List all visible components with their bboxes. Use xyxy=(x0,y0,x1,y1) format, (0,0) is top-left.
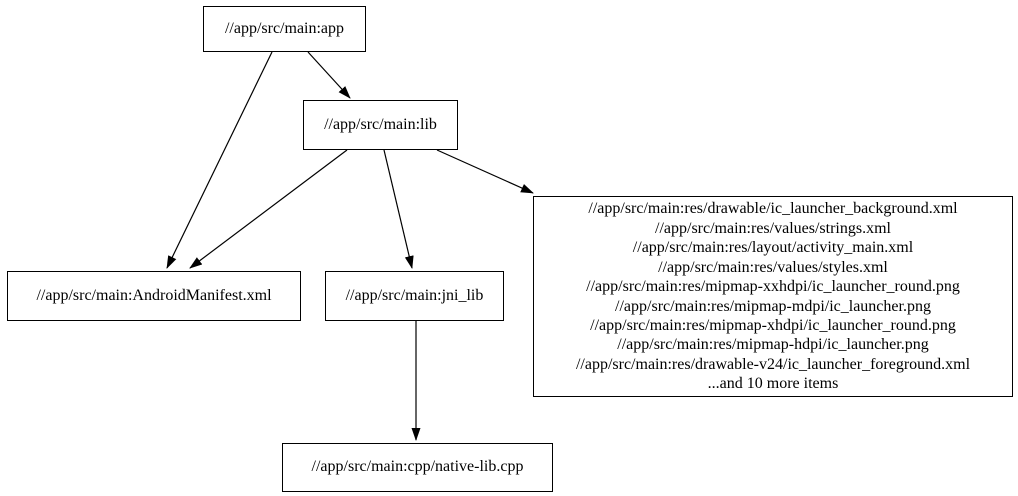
node-lib: //app/src/main:lib xyxy=(303,100,458,150)
node-jni-lib: //app/src/main:jni_lib xyxy=(325,271,504,321)
node-android-manifest-label: //app/src/main:AndroidManifest.xml xyxy=(36,286,272,304)
res-files-more-items: ...and 10 more items xyxy=(707,375,839,393)
edge-lib-to-jni-lib xyxy=(383,149,414,269)
res-file-line: //app/src/main:res/drawable-v24/ic_launc… xyxy=(575,355,971,373)
node-res-files: //app/src/main:res/drawable/ic_launcher_… xyxy=(533,196,1013,397)
edge-app-to-lib xyxy=(307,51,351,99)
res-file-line: //app/src/main:res/values/styles.xml xyxy=(658,258,888,276)
node-native-lib-cpp-label: //app/src/main:cpp/native-lib.cpp xyxy=(311,458,524,476)
res-file-line: //app/src/main:res/mipmap-mdpi/ic_launch… xyxy=(615,297,931,315)
res-file-line: //app/src/main:res/drawable/ic_launcher_… xyxy=(588,200,958,218)
edge-app-to-android-manifest xyxy=(166,51,273,269)
node-android-manifest: //app/src/main:AndroidManifest.xml xyxy=(7,271,301,321)
node-native-lib-cpp: //app/src/main:cpp/native-lib.cpp xyxy=(282,443,553,492)
res-file-line: //app/src/main:res/mipmap-hdpi/ic_launch… xyxy=(617,336,929,354)
res-file-line: //app/src/main:res/layout/activity_main.… xyxy=(632,239,914,257)
node-jni-lib-label: //app/src/main:jni_lib xyxy=(345,286,484,304)
edge-lib-to-android-manifest xyxy=(189,149,348,269)
node-app: //app/src/main:app xyxy=(203,6,366,52)
res-file-line: //app/src/main:res/mipmap-xhdpi/ic_launc… xyxy=(590,316,956,334)
edge-lib-to-res-files xyxy=(436,149,534,194)
node-app-label: //app/src/main:app xyxy=(224,19,345,37)
node-lib-label: //app/src/main:lib xyxy=(324,115,437,133)
res-file-line: //app/src/main:res/mipmap-xxhdpi/ic_laun… xyxy=(586,278,960,296)
res-file-line: //app/src/main:res/values/strings.xml xyxy=(655,219,891,237)
